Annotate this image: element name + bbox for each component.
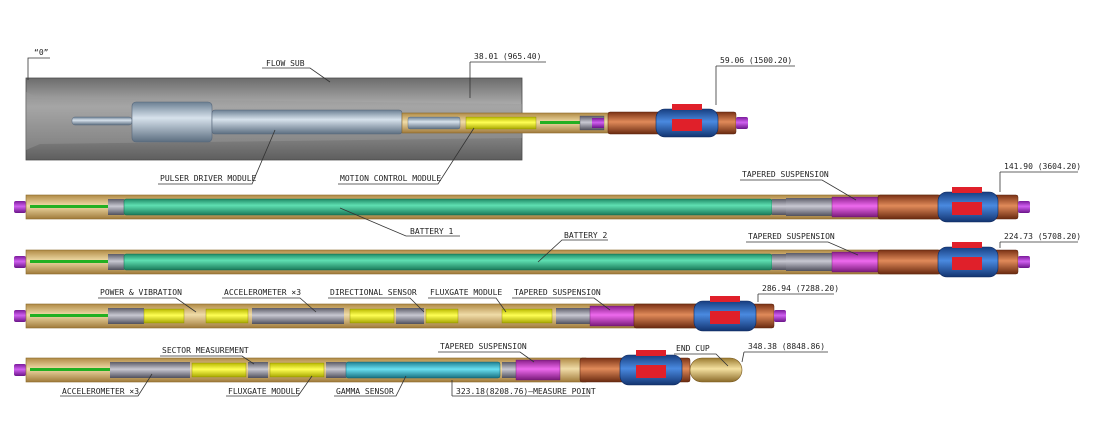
label-dim-6: 348.38 (8848.86) xyxy=(748,342,825,351)
row3-wire xyxy=(30,260,112,263)
row4-conn-c xyxy=(396,308,424,324)
power-vibration-board-a xyxy=(143,308,185,324)
label-flow-sub: FLOW SUB xyxy=(266,59,305,68)
row2-red-pad-center xyxy=(952,202,982,215)
label-dim-1: 38.01 (965.40) xyxy=(474,52,541,61)
row3-connector-b xyxy=(772,254,786,270)
label-dim-3: 141.90 (3604.20) xyxy=(1004,162,1081,171)
gamma-sensor-body xyxy=(345,361,501,379)
fluxgate-board-a xyxy=(425,308,459,324)
row5-conn-c xyxy=(326,362,346,378)
label-dim-4: 224.73 (5708.20) xyxy=(1004,232,1081,241)
label-tapered-suspension-4: TAPERED SUSPENSION xyxy=(440,342,527,351)
fluxgate-board-b xyxy=(501,308,553,324)
row2-red-pad-top xyxy=(952,187,982,193)
motion-control-module xyxy=(407,116,461,130)
row4-suspension-magenta xyxy=(589,305,635,327)
directional-board xyxy=(349,308,395,324)
end-cup-body xyxy=(689,357,743,383)
row-5-gamma xyxy=(14,350,743,386)
row2-connector-b xyxy=(772,199,786,215)
label-dim-5: 286.94 (7288.20) xyxy=(762,284,839,293)
labels: “0” FLOW SUB 38.01 (965.40) 59.06 (1500.… xyxy=(34,48,1081,396)
label-tapered-suspension-2: TAPERED SUSPENSION xyxy=(748,232,835,241)
row1-purple-end-a xyxy=(592,118,604,128)
label-fluxgate-2: FLUXGATE MODULE xyxy=(228,387,300,396)
row5-wire xyxy=(30,368,110,371)
leader-lines xyxy=(27,57,1078,397)
row5-conn-d xyxy=(502,362,516,378)
row3-red-pad-top xyxy=(952,242,982,248)
battery-1-body xyxy=(123,198,773,216)
label-zero: “0” xyxy=(34,48,48,57)
row5-purple-tip xyxy=(14,364,26,376)
row4-purple-tip xyxy=(14,310,26,322)
row5-red-pad-top xyxy=(636,350,666,356)
row1-red-pad-top xyxy=(672,104,702,110)
row3-purple-end xyxy=(1018,256,1030,268)
row1-purple-tip xyxy=(736,117,748,129)
label-directional-sensor: DIRECTIONAL SENSOR xyxy=(330,288,417,297)
label-battery-1: BATTERY 1 xyxy=(410,227,454,236)
row2-suspension-magenta xyxy=(831,196,879,218)
row4-purple-end xyxy=(774,310,786,322)
row3-connector xyxy=(108,254,124,270)
row-4-directional xyxy=(14,296,786,332)
pulser-housing xyxy=(131,101,213,143)
label-end-cup: END CUP xyxy=(676,344,710,353)
row2-purple-end xyxy=(1018,201,1030,213)
row2-connector xyxy=(108,199,124,215)
label-dim-2: 59.06 (1500.20) xyxy=(720,56,792,65)
row5-conn-b xyxy=(248,362,268,378)
row5-red-pad-center xyxy=(636,365,666,378)
label-accelerometer-2: ACCELEROMETER ×3 xyxy=(62,387,139,396)
label-tapered-suspension-3: TAPERED SUSPENSION xyxy=(514,288,601,297)
row-2-battery-1 xyxy=(14,187,1030,223)
label-pulser-driver: PULSER DRIVER MODULE xyxy=(160,174,257,183)
sector-board xyxy=(191,362,247,378)
pulser-shaft xyxy=(71,116,133,126)
row5-suspension-magenta xyxy=(515,359,561,381)
label-tapered-suspension-1: TAPERED SUSPENSION xyxy=(742,170,829,179)
power-vibration-board-b xyxy=(205,308,249,324)
motion-control-wire xyxy=(540,121,580,124)
row-3-battery-2 xyxy=(14,242,1030,278)
battery-2-body xyxy=(123,253,773,271)
row4-conn-b xyxy=(252,308,344,324)
row3-suspension-gray xyxy=(786,253,832,271)
row5-conn-a xyxy=(110,362,190,378)
label-measure-point: 323.18(8208.76)—MEASURE POINT xyxy=(456,387,596,396)
row3-red-pad-center xyxy=(952,257,982,270)
row2-suspension-gray xyxy=(786,198,832,216)
fluxgate-board-c xyxy=(269,362,325,378)
row4-red-pad-center xyxy=(710,311,740,324)
pulser-driver-body xyxy=(211,109,403,135)
motion-control-electronics xyxy=(465,116,537,130)
row3-suspension-magenta xyxy=(831,251,879,273)
label-motion-control: MOTION CONTROL MODULE xyxy=(340,174,441,183)
row4-red-pad-top xyxy=(710,296,740,302)
row1-red-pad-center xyxy=(672,119,702,131)
row-1-flow-sub xyxy=(25,77,748,161)
label-fluxgate-1: FLUXGATE MODULE xyxy=(430,288,502,297)
label-gamma-sensor: GAMMA SENSOR xyxy=(336,387,394,396)
label-sector-measurement: SECTOR MEASUREMENT xyxy=(162,346,249,355)
row2-purple-tip xyxy=(14,201,26,213)
row3-purple-tip xyxy=(14,256,26,268)
row4-conn-d xyxy=(556,308,590,324)
row4-wire xyxy=(30,314,108,317)
label-accelerometer-1: ACCELEROMETER ×3 xyxy=(224,288,301,297)
label-power-vibration: POWER & VIBRATION xyxy=(100,288,182,297)
row2-wire xyxy=(30,205,112,208)
row4-conn-a xyxy=(108,308,144,324)
label-battery-2: BATTERY 2 xyxy=(564,231,608,240)
